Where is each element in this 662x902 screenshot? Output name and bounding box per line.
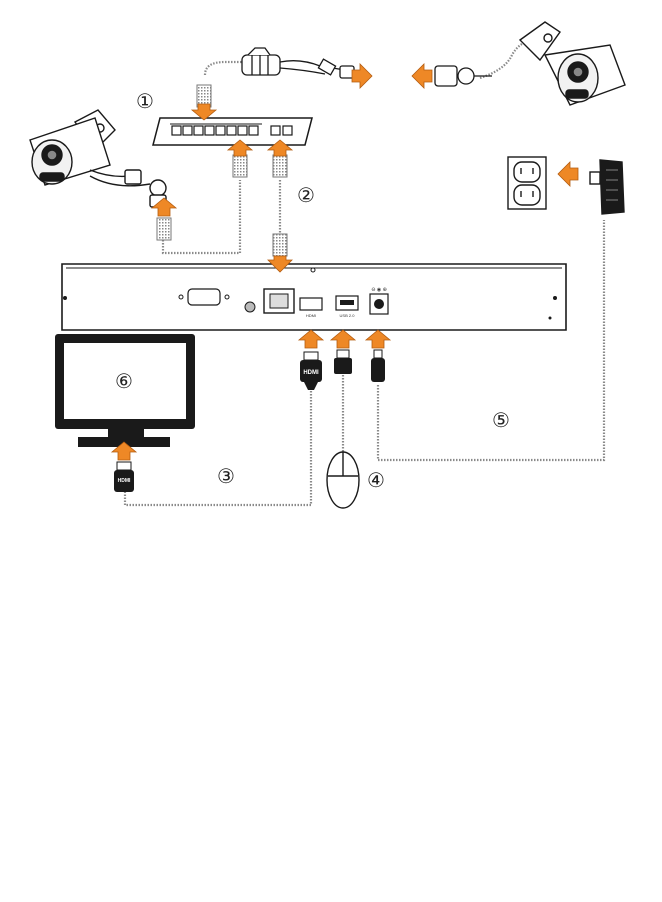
rj45-plugs (157, 85, 287, 256)
nvr-usb-label: USB 2.0 (340, 313, 356, 318)
cable-top-camera-switch (205, 62, 245, 75)
arrow-up-power (366, 330, 390, 348)
step-5-label: ⑤ (492, 408, 510, 432)
nvr-recorder-icon (62, 264, 566, 330)
arrow-right-connector (352, 64, 372, 88)
hdmi-plug-nvr-label: HDMI (303, 370, 319, 376)
nvr-power-symbol: ⊖ ◉ ⊕ (371, 287, 387, 293)
nvr-hdmi-label: HDMI (306, 313, 316, 318)
power-adapter-icon (590, 160, 624, 214)
usb-plug-mouse (334, 350, 352, 374)
cable-right-camera-pigtail (480, 40, 530, 78)
arrow-left-outlet (558, 162, 578, 186)
step-4-label: ④ (367, 468, 385, 492)
arrow-up-usb (331, 330, 355, 348)
step-6-label: ⑥ (115, 369, 133, 393)
dc-plug-power (371, 350, 385, 382)
step-2-label: ② (297, 183, 315, 207)
cable-power (378, 220, 604, 460)
right-camera-connector (435, 66, 492, 86)
hdmi-plug-monitor (114, 462, 134, 492)
arrow-left-connector (412, 64, 432, 88)
step-3-label: ③ (217, 464, 235, 488)
cable-left-camera (163, 180, 240, 253)
wall-outlet-icon (508, 157, 546, 209)
network-switch-icon (153, 118, 312, 145)
arrow-up-hdmi (299, 330, 323, 348)
top-camera-connector (242, 48, 354, 78)
step-1-label: ① (136, 89, 154, 113)
bullet-camera-icon (30, 110, 166, 207)
hdmi-plug-monitor-label: HDMI (118, 478, 131, 484)
bullet-camera-icon (520, 22, 625, 105)
mouse-icon (327, 452, 359, 508)
